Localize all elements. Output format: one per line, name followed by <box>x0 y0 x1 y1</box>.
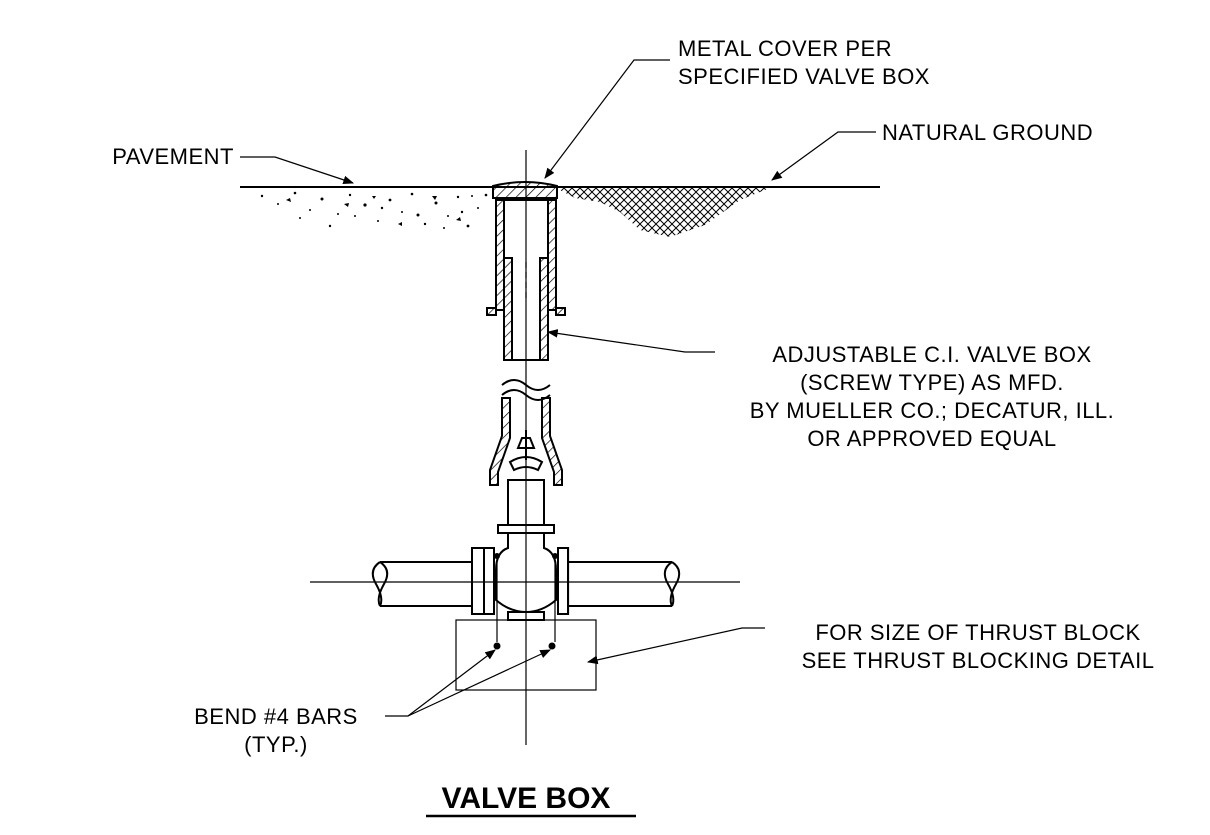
valve-box-upper <box>486 199 566 361</box>
label-bars-line1: BEND #4 BARS <box>194 704 358 729</box>
label-metal-cover-line1: METAL COVER PER <box>678 36 892 61</box>
water-pipe <box>310 547 740 615</box>
drawing-title: VALVE BOX <box>442 782 611 815</box>
metal-cover <box>492 181 558 199</box>
pavement-fill <box>260 191 488 229</box>
label-valve-box-line4: OR APPROVED EQUAL <box>807 426 1056 451</box>
label-metal-cover-line2: SPECIFIED VALVE BOX <box>678 64 930 89</box>
label-valve-box-line1: ADJUSTABLE C.I. VALVE BOX <box>772 342 1091 367</box>
leader-lines <box>240 59 876 717</box>
label-pavement: PAVEMENT <box>112 144 234 169</box>
label-valve-box-line3: BY MUELLER CO.; DECATUR, ILL. <box>750 398 1115 423</box>
label-bars-line2: (TYP.) <box>244 732 308 757</box>
ground-surface <box>240 186 880 237</box>
label-thrust-line1: FOR SIZE OF THRUST BLOCK <box>815 620 1140 645</box>
thrust-block <box>455 556 597 691</box>
label-natural-ground: NATURAL GROUND <box>882 120 1093 145</box>
label-thrust-line2: SEE THRUST BLOCKING DETAIL <box>802 648 1155 673</box>
label-valve-box-line2: (SCREW TYPE) AS MFD. <box>800 370 1064 395</box>
valve-box-lower <box>489 397 563 486</box>
natural-ground-fill <box>556 188 770 237</box>
